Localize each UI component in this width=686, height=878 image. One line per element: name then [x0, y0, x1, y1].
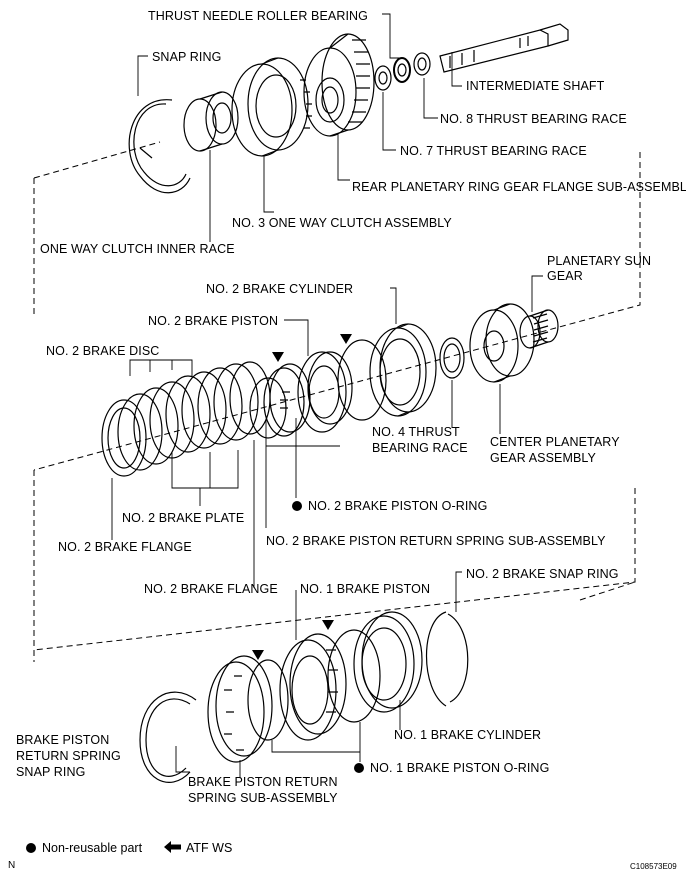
- label-intermediate-shaft: INTERMEDIATE SHAFT: [466, 79, 605, 93]
- inner-snap-ring-part: [249, 377, 287, 439]
- label-bprs-snap-ring-line2: RETURN SPRING: [16, 749, 121, 763]
- label-no4-thrust-line2: BEARING RACE: [372, 441, 468, 455]
- no2-brake-snap-ring-part: [425, 611, 469, 707]
- label-bprs-snap-ring-line3: SNAP RING: [16, 765, 86, 779]
- section-boundary-middle: [33, 470, 636, 651]
- label-bprs-sub-line2: SPRING SUB-ASSEMBLY: [188, 791, 338, 805]
- planetary-sun-gear-part: [519, 309, 559, 349]
- filled-dot-icon: [26, 843, 36, 853]
- no2-return-spring-part: [263, 363, 311, 437]
- leader-lines: [111, 13, 543, 778]
- label-thrust-needle-roller-bearing: THRUST NEEDLE ROLLER BEARING: [148, 9, 368, 23]
- center-planetary-gear-part: [469, 303, 535, 383]
- label-snap-ring: SNAP RING: [152, 50, 222, 64]
- label-center-planetary-line2: GEAR ASSEMBLY: [490, 451, 596, 465]
- label-center-planetary-line1: CENTER PLANETARY: [490, 435, 620, 449]
- brake-piston-return-spring-sub-part: [207, 655, 273, 763]
- label-planetary-sun-gear-line2: GEAR: [547, 269, 583, 283]
- label-no2-brake-plate: NO. 2 BRAKE PLATE: [122, 511, 245, 525]
- atf-arrows: [252, 334, 352, 660]
- corner-letter: N: [8, 860, 16, 871]
- no8-thrust-bearing-race-part: [413, 52, 431, 76]
- label-one-way-clutch-inner-race: ONE WAY CLUTCH INNER RACE: [40, 242, 235, 256]
- label-no2-brake-piston: NO. 2 BRAKE PISTON: [148, 314, 279, 328]
- label-no2-brake-cylinder: NO. 2 BRAKE CYLINDER: [206, 282, 354, 296]
- o-ring-lower-inner: [247, 659, 289, 741]
- no4-thrust-bearing-race-part: [439, 337, 465, 379]
- label-no3-one-way-clutch: NO. 3 ONE WAY CLUTCH ASSEMBLY: [232, 216, 452, 230]
- label-no8-thrust-bearing-race: NO. 8 THRUST BEARING RACE: [440, 112, 627, 126]
- non-reusable-dot-icon: [354, 763, 364, 773]
- no1-brake-piston-part: [279, 633, 347, 741]
- no2-brake-piston-part: [297, 351, 353, 433]
- section-boundary-lower: [33, 581, 636, 662]
- label-no2-brake-flange-b: NO. 2 BRAKE FLANGE: [144, 582, 278, 596]
- section-boundary-upper: [33, 141, 641, 471]
- no1-brake-cylinder-part: [353, 611, 423, 713]
- label-bprs-sub-line1: BRAKE PISTON RETURN: [188, 775, 338, 789]
- snap-ring-part: [128, 99, 191, 194]
- label-no2-brake-piston-return-spring: NO. 2 BRAKE PISTON RETURN SPRING SUB-ASS…: [266, 534, 606, 548]
- intermediate-shaft-part: [439, 23, 569, 73]
- label-no2-brake-snap-ring: NO. 2 BRAKE SNAP RING: [466, 567, 619, 581]
- no2-brake-cylinder-part: [369, 323, 437, 417]
- legend-non-reusable: Non-reusable part: [26, 841, 142, 855]
- arrow-left-icon: [164, 841, 181, 853]
- label-no4-thrust-line1: NO. 4 THRUST: [372, 425, 460, 439]
- thrust-needle-roller-bearing-part: [393, 57, 411, 83]
- rear-planetary-ring-gear-part: [303, 33, 375, 137]
- non-reusable-dot-icon: [292, 501, 302, 511]
- label-no1-brake-piston: NO. 1 BRAKE PISTON: [300, 582, 431, 596]
- no1-brake-piston-oring-part: [327, 629, 381, 723]
- no3-one-way-clutch-part: [231, 57, 312, 157]
- label-no7-thrust-bearing-race: NO. 7 THRUST BEARING RACE: [400, 144, 587, 158]
- label-planetary-sun-gear-line1: PLANETARY SUN: [547, 254, 652, 268]
- one-way-clutch-inner-race-part: [183, 91, 239, 152]
- figure-code: C108573E09: [630, 862, 677, 871]
- no2-brake-piston-oring-part: [337, 339, 387, 421]
- label-bprs-snap-ring-line1: BRAKE PISTON: [16, 733, 110, 747]
- legend-atf: ATF WS: [164, 841, 232, 855]
- label-no1-brake-cylinder: NO. 1 BRAKE CYLINDER: [394, 728, 542, 742]
- label-rear-planetary-ring-gear: REAR PLANETARY RING GEAR FLANGE SUB-ASSE…: [352, 180, 686, 194]
- label-no2-brake-disc: NO. 2 BRAKE DISC: [46, 344, 160, 358]
- brake-disc-plate-stack: [101, 361, 271, 477]
- label-no1-brake-piston-oring: NO. 1 BRAKE PISTON O-RING: [354, 760, 549, 776]
- label-no2-brake-flange-a: NO. 2 BRAKE FLANGE: [58, 540, 192, 554]
- brake-piston-return-spring-snap-ring-part: [139, 691, 197, 783]
- no7-thrust-bearing-race-part: [374, 65, 392, 91]
- label-no2-brake-piston-oring: NO. 2 BRAKE PISTON O-RING: [292, 498, 487, 514]
